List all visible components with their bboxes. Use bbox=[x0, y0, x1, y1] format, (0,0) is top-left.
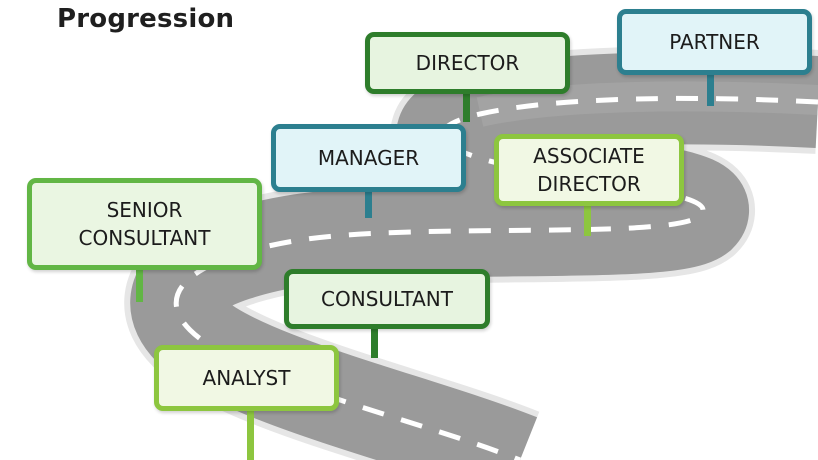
senior-consultant-sign-post bbox=[136, 262, 143, 302]
sign-consultant: CONSULTANT bbox=[284, 269, 490, 329]
analyst-sign-post bbox=[247, 404, 254, 460]
consultant-sign-post bbox=[371, 322, 378, 358]
sign-associate-director-line2: DIRECTOR bbox=[537, 172, 641, 196]
partner-sign-post bbox=[707, 70, 714, 106]
sign-analyst-label: ANALYST bbox=[202, 366, 291, 390]
sign-manager: MANAGER bbox=[271, 124, 466, 192]
associate-director-sign-post bbox=[584, 200, 591, 236]
sign-director: DIRECTOR bbox=[365, 32, 570, 94]
manager-sign-post bbox=[365, 186, 372, 218]
sign-associate-director-line1: ASSOCIATE bbox=[533, 144, 645, 168]
lane-marking bbox=[173, 95, 818, 460]
sign-associate-director: ASSOCIATE DIRECTOR bbox=[494, 134, 684, 206]
sign-manager-label: MANAGER bbox=[317, 146, 420, 170]
sign-director-label: DIRECTOR bbox=[415, 51, 520, 75]
sign-analyst: ANALYST bbox=[154, 345, 339, 411]
sign-senior-consultant-line1: SENIOR bbox=[106, 198, 183, 222]
page-title: Progression bbox=[57, 4, 235, 34]
sign-partner-label: PARTNER bbox=[669, 30, 760, 54]
sign-partner: PARTNER bbox=[617, 9, 812, 75]
director-sign-post bbox=[463, 90, 470, 122]
sign-senior-consultant: SENIOR CONSULTANT bbox=[27, 178, 262, 270]
sign-consultant-label: CONSULTANT bbox=[321, 287, 453, 311]
sign-senior-consultant-line2: CONSULTANT bbox=[78, 226, 211, 250]
